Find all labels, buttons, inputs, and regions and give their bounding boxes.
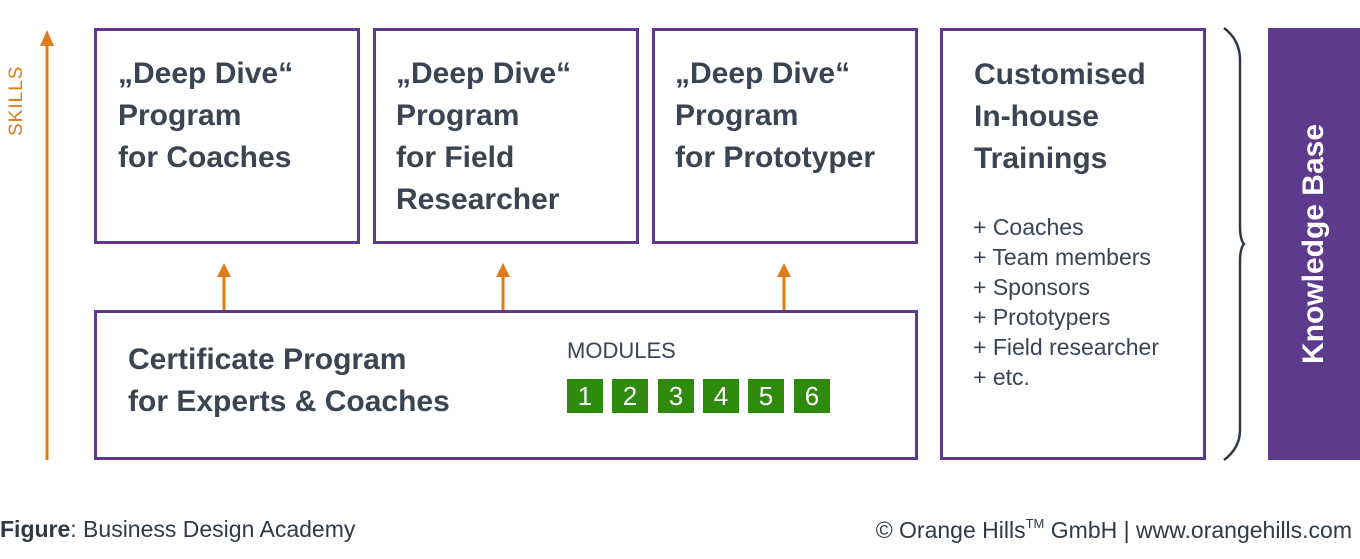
title-line: „Deep Dive“ [675,57,851,90]
modules-label: MODULES [567,338,676,363]
list-item: + Sponsors [973,274,1090,300]
copyright-suffix: GmbH | www.orangehills.com [1044,517,1352,543]
figure-label: Figure [0,516,71,542]
certificate-program-title: Certificate Program for Experts & Coache… [128,339,450,423]
knowledge-base-label: Knowledge Base [1297,123,1330,365]
title-line: for Coaches [118,141,292,174]
copyright-notice: © Orange HillsTM GmbH | www.orangehills.… [876,516,1352,544]
knowledge-base-panel: Knowledge Base [1268,28,1360,460]
list-item: + Field researcher [973,334,1159,360]
skills-axis-label: SKILLS [6,65,27,136]
title-line: In-house [974,100,1099,133]
list-item: + Team members [973,244,1151,270]
copyright-prefix: © Orange Hills [875,517,1026,543]
figure-text: : Business Design Academy [70,516,356,542]
connector-arrowhead-prototyper [777,263,791,277]
title-line: Researcher [396,183,560,216]
title-line: Program [396,99,520,132]
customised-trainings-list: + Coaches + Team members + Sponsors + Pr… [973,212,1159,392]
deep-dive-prototyper-box: „Deep Dive“ Program for Prototyper [652,28,918,244]
title-line: „Deep Dive“ [118,57,294,90]
deep-dive-field-researcher-box: „Deep Dive“ Program for Field Researcher [373,28,639,244]
title-line: Program [118,99,242,132]
list-item: + Coaches [973,214,1084,240]
customised-trainings-box: Customised In-house Trainings [940,28,1206,460]
module-badge-3: 3 [658,379,694,413]
deep-dive-prototyper-title: „Deep Dive“ Program for Prototyper [675,53,875,179]
title-line: Customised [974,58,1146,91]
deep-dive-field-researcher-title: „Deep Dive“ Program for Field Researcher [396,53,571,221]
module-badge-5: 5 [748,379,784,413]
deep-dive-coaches-title: „Deep Dive“ Program for Coaches [118,53,293,179]
module-badge-2: 2 [612,379,648,413]
title-line: Program [675,99,799,132]
module-badge-1: 1 [567,379,603,413]
trademark-mark: TM [1025,516,1045,531]
title-line: Certificate Program [128,343,407,376]
customised-trainings-title: Customised In-house Trainings [974,54,1146,180]
module-badge-6: 6 [794,379,830,413]
figure-caption: Figure: Business Design Academy [0,516,355,543]
connector-arrowhead-coaches [217,263,231,277]
title-line: for Prototyper [675,141,876,174]
module-badge-4: 4 [703,379,739,413]
connector-arrowhead-field-researcher [496,263,510,277]
title-line: Trainings [974,142,1108,175]
list-item: + Prototypers [973,304,1111,330]
deep-dive-coaches-box: „Deep Dive“ Program for Coaches [94,28,360,244]
list-item: + etc. [973,364,1030,390]
title-line: for Experts & Coaches [128,385,450,418]
grouping-brace [1223,27,1246,461]
title-line: for Field [396,141,515,174]
skills-arrow-head [40,30,54,46]
title-line: „Deep Dive“ [396,57,572,90]
